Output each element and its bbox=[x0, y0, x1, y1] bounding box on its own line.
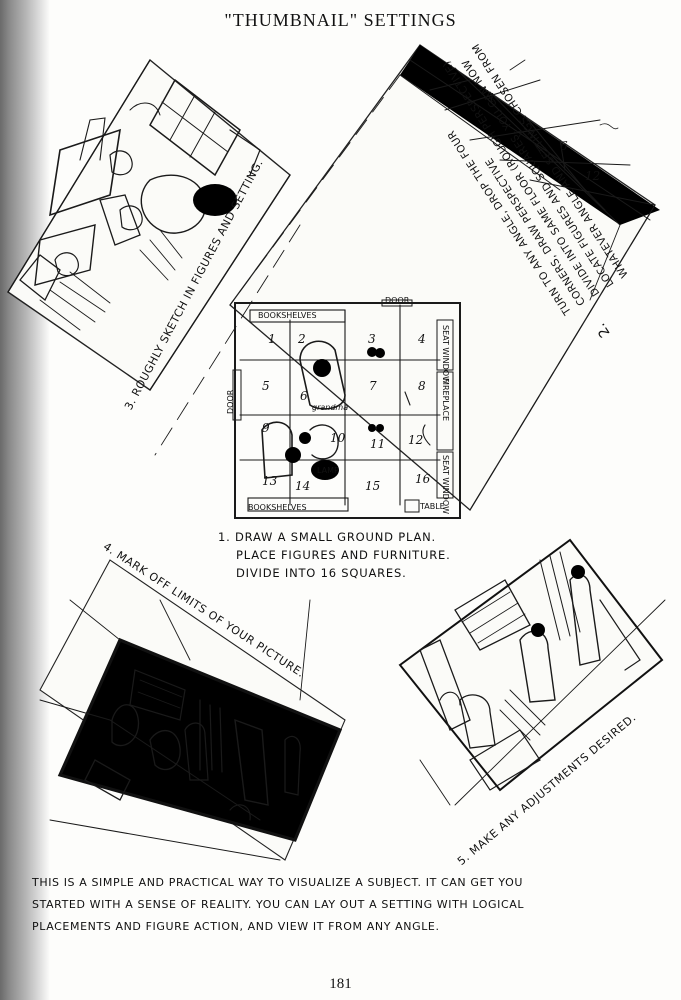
step2-perspective: 1 6 7 12 bbox=[154, 44, 660, 511]
plan-label-door-left: DOOR bbox=[226, 389, 235, 414]
plan-number-10: 10 bbox=[330, 431, 346, 445]
plan-label-fireplace: FIREPLACE bbox=[441, 378, 450, 421]
step5-sketch bbox=[398, 538, 666, 806]
plan-label-lamp: LAMP bbox=[317, 466, 339, 475]
plan-number-16: 16 bbox=[415, 472, 431, 486]
step1-line-1: 1. DRAW A SMALL GROUND PLAN. bbox=[218, 530, 436, 544]
plan-label-bookshelves-bottom: BOOKSHELVES bbox=[248, 503, 307, 512]
caption-line-1: THIS IS A SIMPLE AND PRACTICAL WAY TO VI… bbox=[32, 876, 524, 889]
plan-number-2: 2 bbox=[297, 332, 306, 346]
plan-number-13: 13 bbox=[262, 474, 278, 488]
plan-label-seat-window-top: SEAT WINDOW bbox=[441, 325, 450, 384]
svg-text:6: 6 bbox=[560, 139, 568, 153]
ground-plan: BOOKSHELVES DOOR BOOKSHELVES DOOR SEAT W… bbox=[226, 296, 461, 519]
caption-line-3: PLACEMENTS AND FIGURE ACTION, AND VIEW I… bbox=[32, 920, 440, 933]
plan-number-3: 3 bbox=[368, 332, 376, 346]
plan-number-15: 15 bbox=[365, 479, 380, 493]
step1-line-2: PLACE FIGURES AND FURNITURE. bbox=[236, 548, 451, 562]
svg-text:12: 12 bbox=[585, 169, 600, 183]
plan-number-7: 7 bbox=[369, 379, 377, 393]
plan-number-12: 12 bbox=[408, 433, 423, 447]
plan-label-seat-window-bottom: SEAT WINDOW bbox=[441, 455, 450, 514]
step4-sketch bbox=[39, 559, 346, 861]
step1-caption: 1. DRAW A SMALL GROUND PLAN. PLACE FIGUR… bbox=[218, 528, 483, 582]
page-number: 181 bbox=[329, 976, 352, 992]
plan-number-1: 1 bbox=[268, 332, 276, 346]
plan-number-4: 4 bbox=[417, 332, 426, 346]
plan-label-door-top: DOOR bbox=[385, 296, 410, 305]
plan-number-14: 14 bbox=[295, 479, 310, 493]
plan-label-table: TABLE bbox=[419, 502, 445, 511]
step3-sketch bbox=[7, 58, 291, 391]
plan-number-8: 8 bbox=[418, 379, 426, 393]
caption-line-2: STARTED WITH A SENSE OF REALITY. YOU CAN… bbox=[32, 898, 525, 911]
book-spine-shadow bbox=[0, 0, 50, 1000]
svg-text:1: 1 bbox=[488, 91, 496, 105]
svg-text:7: 7 bbox=[515, 129, 523, 143]
plan-number-9: 9 bbox=[262, 421, 270, 435]
plan-label-bookshelves-top: BOOKSHELVES bbox=[258, 311, 317, 320]
plan-number-6: 6 bbox=[300, 389, 308, 403]
plan-label-grandma: grandma bbox=[312, 403, 348, 412]
step1-line-3: DIVIDE INTO 16 SQUARES. bbox=[236, 566, 407, 580]
plan-number-11: 11 bbox=[370, 437, 385, 451]
page-title: "THUMBNAIL" SETTINGS bbox=[224, 10, 457, 30]
plan-number-5: 5 bbox=[262, 379, 270, 393]
